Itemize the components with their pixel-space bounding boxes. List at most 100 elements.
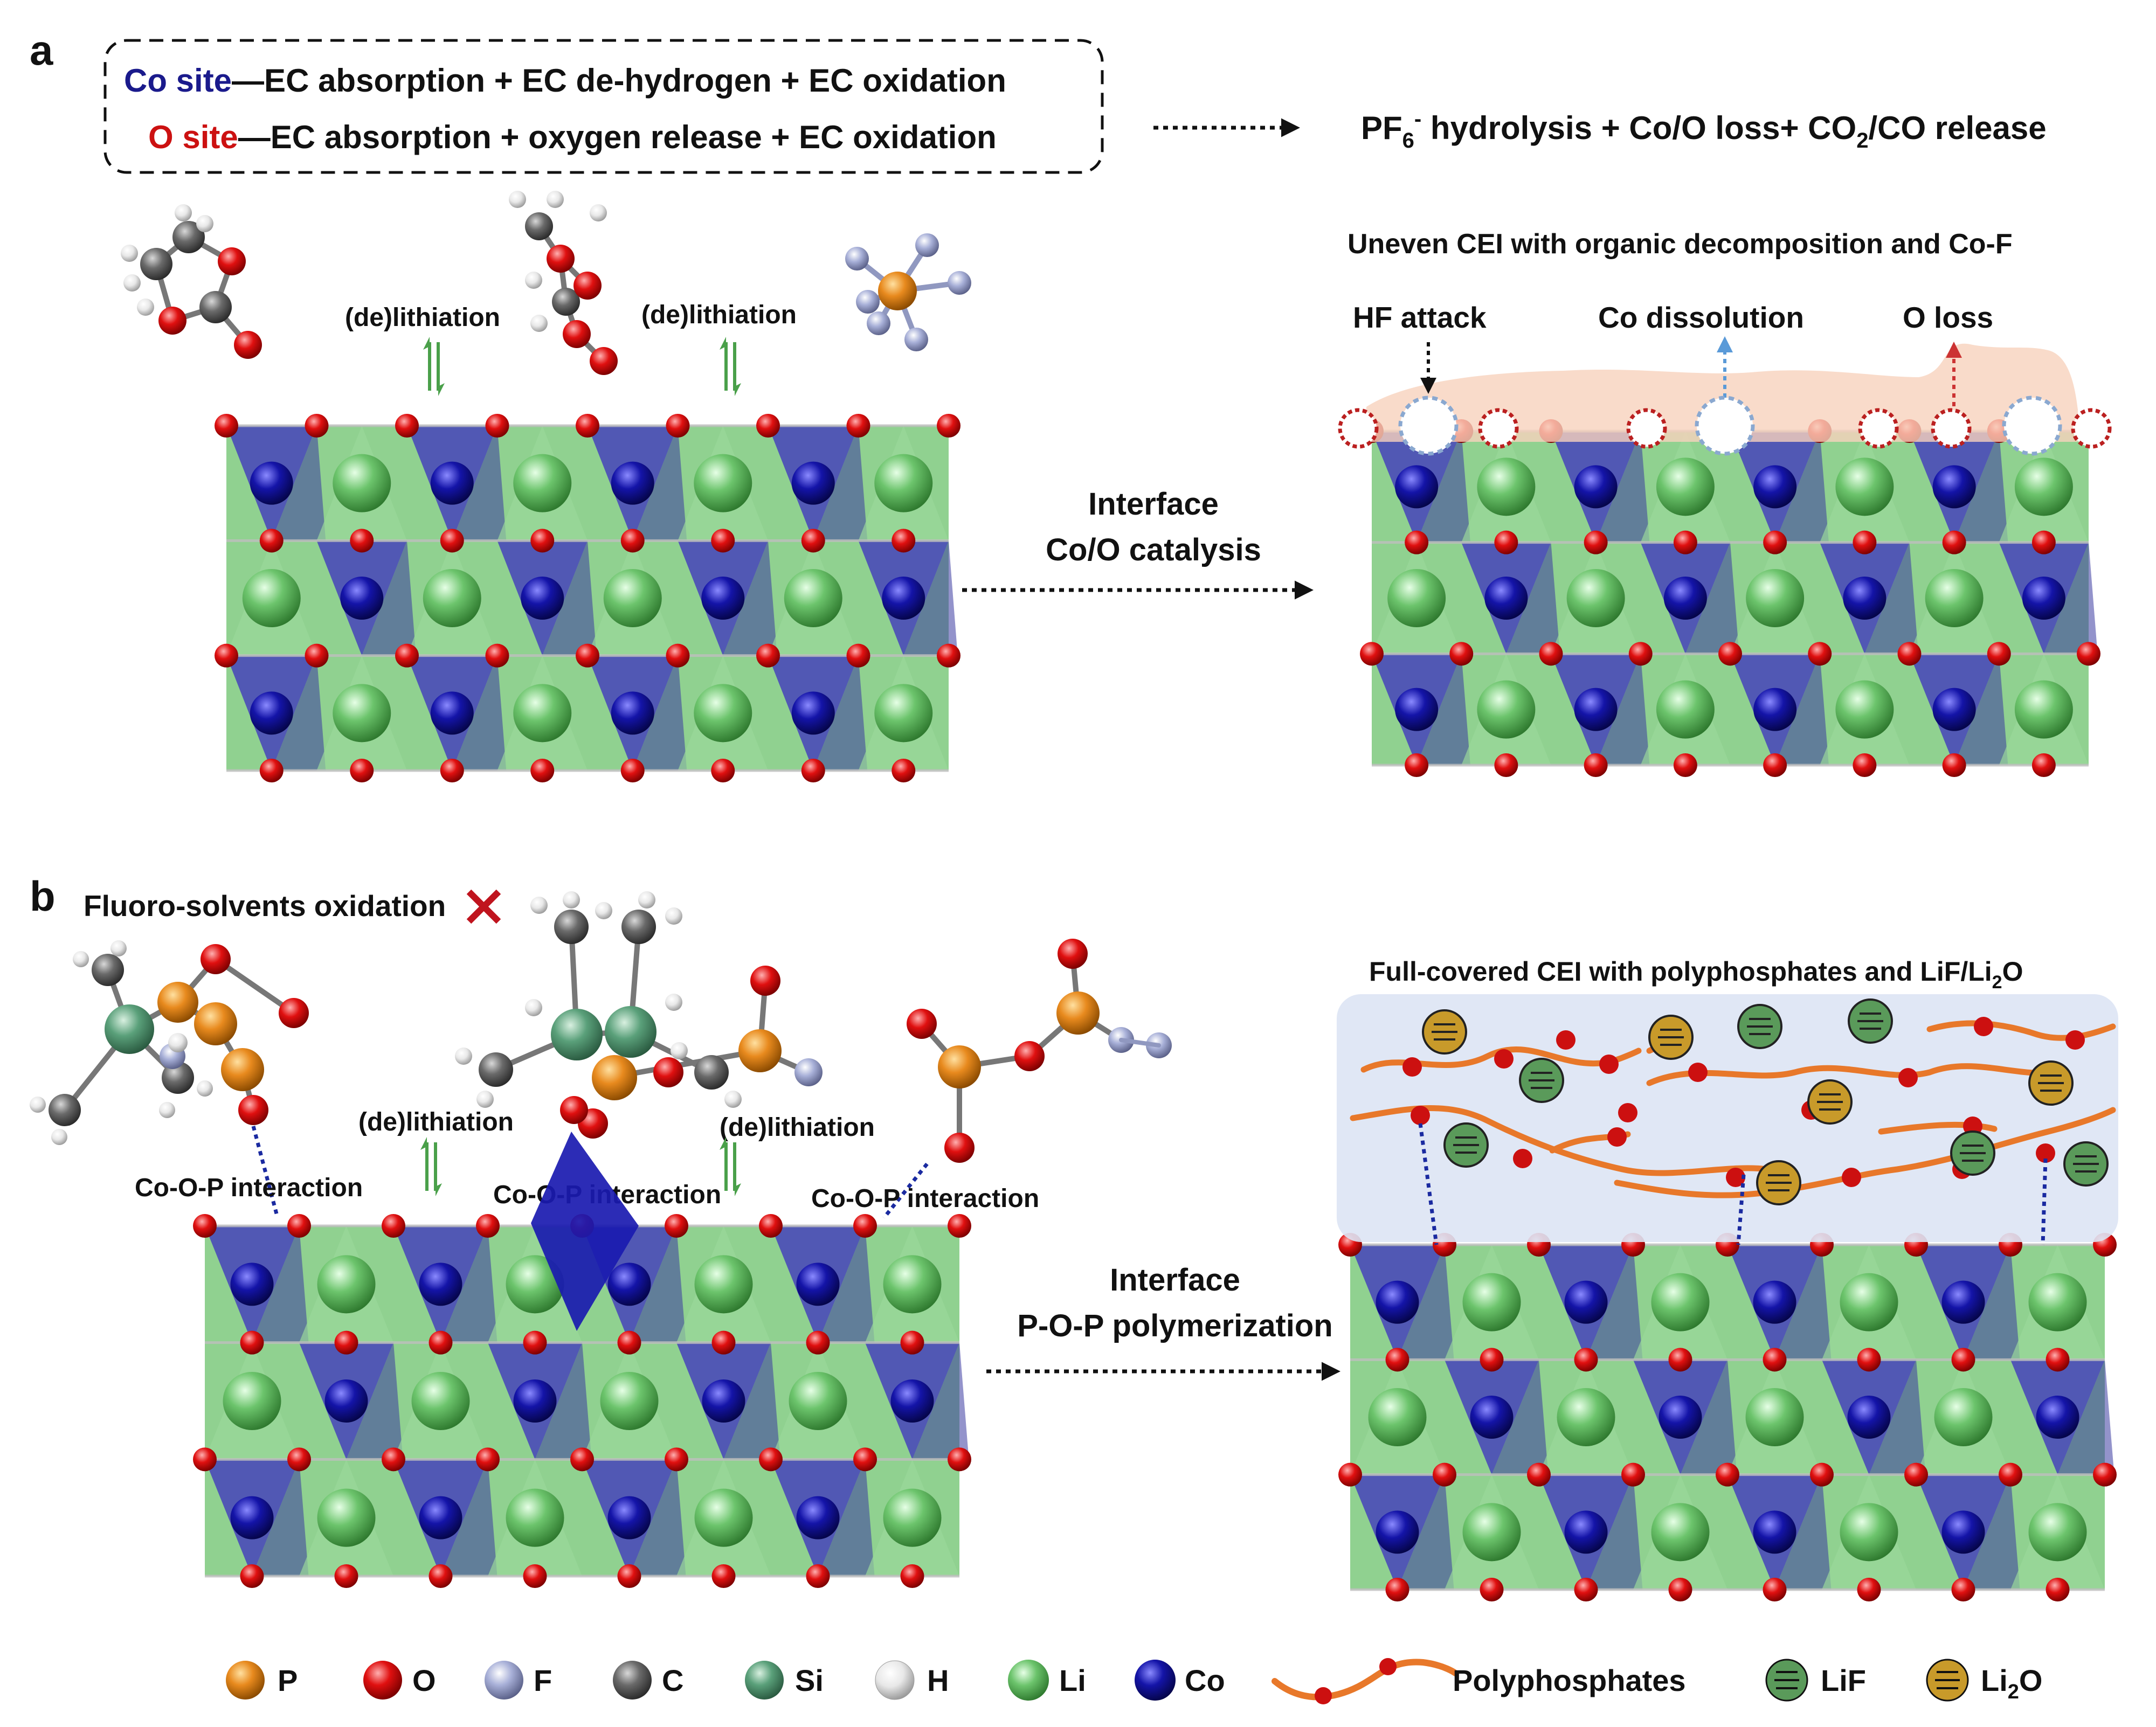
co-atom [419,1263,462,1306]
li-atom [1387,569,1446,627]
legend: P O F C Si H Li Co Polyphosphates LiF Li… [226,1658,2042,1704]
f-atom [867,311,890,335]
si-atom [605,1006,657,1058]
legend-p-label: P [278,1663,298,1697]
co-octahedron-face [632,655,687,771]
legend-h-label: H [927,1663,949,1697]
legend-f-label: F [534,1663,552,1697]
o-atom [2031,753,2056,777]
li-atom [333,684,391,743]
h-atom [197,1080,213,1097]
c-atom [621,910,656,944]
o-atom [350,529,374,553]
co-atom [1484,577,1528,620]
co-octahedron-face [1680,1360,1737,1475]
legend-polyphosphate-dot-2 [1379,1658,1397,1675]
li-atom [883,1488,942,1547]
co-atom [1753,1510,1796,1554]
o-atom [440,529,464,553]
h-atom [168,1033,188,1052]
legend-lif-label: LiF [1821,1663,1866,1697]
phosphate-node [2065,1030,2085,1050]
co-atom [430,691,474,735]
h-atom [455,1048,472,1065]
o-atom [382,1214,405,1238]
co-atom [419,1496,462,1539]
o-atom [2046,1348,2070,1372]
li-atom [2014,457,2073,516]
o-atom [193,1447,217,1472]
o-atom [1360,642,1384,666]
co-atom [611,461,654,505]
legend-li-icon [1008,1660,1049,1701]
li-atom [317,1488,376,1547]
delithiation-label-b-left: (de)lithiation [358,1108,514,1136]
panel-b-letter: b [30,872,56,920]
o-atom [620,529,645,553]
o-atom [476,1214,500,1238]
co-octahedron-face [1397,1474,1454,1590]
h-atom [137,299,154,316]
o-atom [259,759,284,782]
h-atom [595,902,612,919]
o-atom [476,1447,500,1472]
li-atom [223,1372,281,1430]
cei-interface-link [2041,1158,2048,1245]
cei-interface-link [1418,1123,1439,1245]
co-atom [1847,1396,1891,1439]
o-atom [1673,753,1697,777]
c-atom [525,212,553,240]
o-atom [1763,530,1787,554]
o-atom [853,1214,877,1238]
c-atom [479,1052,513,1087]
li2o-particle [1756,1160,1801,1205]
c-atom [552,288,580,316]
co-octahedron-face [1397,1245,1454,1360]
delithiation-label-b-right: (de)lithiation [720,1113,875,1142]
li2o-particle [1648,1015,1694,1060]
p-atom [221,1048,264,1091]
o-atom [944,1133,975,1163]
o-atom [948,1214,971,1238]
o-atom [1433,1462,1456,1487]
co-atom [324,1379,368,1423]
reaction-result-text: PF6- hydrolysis + Co/O loss+ CO2/CO rele… [1361,107,2047,152]
co-octahedron-face [813,426,868,541]
phosphate-node [1842,1168,1861,1187]
o-atom [892,759,916,782]
surface-vacancies [1338,396,2112,456]
o-atom [846,643,870,668]
o-atom [1480,1578,1504,1601]
h-atom [525,272,542,289]
oxygen-vacancy [2071,408,2112,449]
o-atom [334,1564,358,1588]
o-atom [711,529,735,553]
co-octahedron-face [1869,1360,1926,1475]
p-atom [938,1045,981,1088]
o-atom [382,1447,405,1472]
phosphate-node [1974,1017,1993,1036]
o-atom [238,1095,268,1125]
co-atom [1753,465,1797,509]
cop-interaction-label-3: Co-O-P interaction [811,1184,1039,1213]
uneven-cei-layer [1366,343,2078,442]
o-atom [1857,1578,1881,1601]
f-atom [948,271,971,295]
o-atom [617,1330,641,1355]
c-atom [140,248,172,280]
o-atom [1449,642,1474,666]
c-atom [554,910,589,944]
co-atom [1941,1280,1985,1324]
equilibrium-arrow-icon [720,337,741,396]
o-atom [429,1564,453,1588]
o-atom [530,759,555,782]
co-atom [1574,465,1618,509]
h-atom [525,999,542,1016]
p-atom [592,1055,637,1100]
o-atom [234,331,262,359]
co-octahedron-face [271,655,326,771]
oxygen-vacancy [1931,408,1972,449]
co-atom [1395,688,1439,731]
oxygen-vacancy [1338,408,1379,449]
co-octahedron-face [1416,654,1470,765]
